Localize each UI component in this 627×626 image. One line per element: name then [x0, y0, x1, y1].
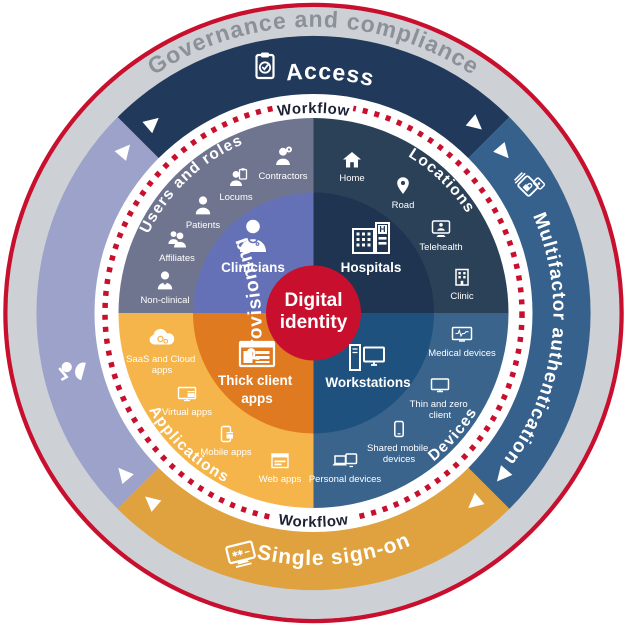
- thick-client-label: Thick client apps: [218, 373, 296, 406]
- thin-zero-client-icon: [430, 378, 450, 393]
- workstations-icon: [349, 344, 385, 371]
- center-title-line1: Digital: [284, 290, 342, 311]
- saas-cloud-icon: [149, 328, 175, 345]
- workflow-bottom-patch: [272, 511, 355, 528]
- item-caption: Thin and zero client: [410, 399, 471, 421]
- outer-red-rim: [3, 2, 624, 624]
- workflow-top-label: Workflow: [276, 100, 351, 120]
- locations-items: Home Road Telehealth Clinic: [339, 152, 474, 302]
- home-icon: [343, 152, 361, 168]
- item-caption: Personal devices: [309, 474, 382, 485]
- item-caption: Patients: [186, 220, 221, 231]
- provisioning-icon: [58, 357, 86, 381]
- item-caption: Clinic: [450, 291, 473, 302]
- item-caption: Medical devices: [428, 348, 496, 359]
- shared-mobile-icon: [394, 420, 404, 438]
- clinic-icon: [455, 268, 469, 286]
- devices-items: Medical devices Thin and zero client Sha…: [309, 326, 496, 485]
- web-apps-icon: [271, 453, 289, 469]
- item-caption: Telehealth: [419, 242, 462, 253]
- access-icon: [255, 52, 275, 80]
- medical-devices-icon: [451, 326, 473, 342]
- workflow-bottom-label: Workflow: [277, 511, 349, 531]
- item-caption: Mobile apps: [200, 447, 251, 458]
- non-clinical-icon: [157, 271, 173, 290]
- users-items: Contractors Locums Patients Affiliates N: [140, 146, 308, 306]
- item-caption: Affiliates: [159, 253, 195, 264]
- workstations-label: Workstations: [325, 375, 410, 390]
- item-caption: SaaS and Cloud apps: [126, 354, 198, 376]
- locums-icon: [230, 168, 248, 186]
- workflow-top-patch: [272, 98, 355, 115]
- multifactor-icon: [513, 171, 546, 197]
- item-caption: Non-clinical: [140, 295, 189, 306]
- item-caption: Home: [339, 173, 364, 184]
- road-icon: [397, 177, 409, 194]
- telehealth-icon: [431, 220, 451, 237]
- item-caption: Contractors: [258, 171, 307, 182]
- clinicians-label: Clinicians: [221, 260, 285, 275]
- hospitals-icon: H: [352, 222, 390, 254]
- hospital-h-letter: H: [379, 224, 385, 234]
- item-caption: Locums: [219, 192, 253, 203]
- personal-devices-icon: [332, 453, 358, 468]
- mobile-apps-icon: [220, 425, 233, 443]
- applications-items: SaaS and Cloud apps Virtual apps Mobile …: [126, 328, 302, 485]
- thick-client-icon: [238, 340, 276, 368]
- contractors-icon: [276, 146, 292, 166]
- single-sign-on-icon: [225, 540, 256, 568]
- item-caption: Shared mobile devices: [367, 443, 431, 465]
- center-circle: [266, 265, 361, 361]
- clinicians-icon: [240, 219, 266, 252]
- item-caption: Virtual apps: [162, 407, 212, 418]
- virtual-apps-icon: [177, 386, 197, 402]
- item-caption: Road: [392, 200, 415, 211]
- item-caption: Web apps: [259, 474, 302, 485]
- center-title-line2: identity: [280, 312, 348, 333]
- hospitals-label: Hospitals: [341, 260, 402, 275]
